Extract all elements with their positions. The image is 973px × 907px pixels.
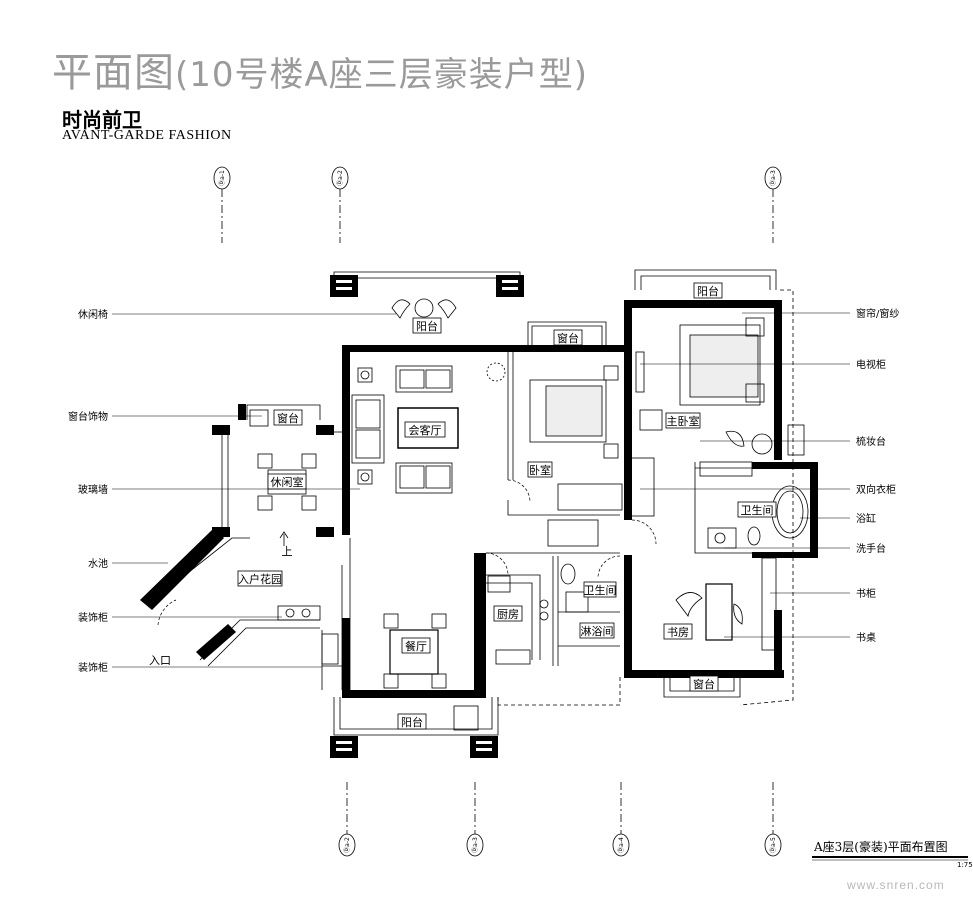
callout-labels-right: 窗帘/窗纱 电视柜 梳妆台 双向衣柜 浴缸 洗手台 书柜 书桌 [856, 307, 899, 644]
callout-glass-wall: 玻璃墙 [78, 483, 108, 496]
subtitle-chinese: 时尚前卫 [62, 108, 142, 132]
callout-leisure-chair: 休闲椅 [78, 308, 108, 321]
label-bathroom-master: 卫生间 [737, 501, 777, 518]
callout-dresser: 梳妆台 [856, 435, 886, 448]
label-bedroom: 卧室 [527, 461, 553, 478]
label-shower-room: 淋浴间 [579, 622, 615, 639]
label-leisure-room: 休闲室 [267, 473, 307, 490]
svg-text:卧室: 卧室 [529, 463, 551, 477]
title-main: 平面图 [52, 50, 175, 96]
callout-decor-cabinet-1: 装饰柜 [78, 611, 108, 624]
label-living-room: 会客厅 [404, 421, 446, 438]
callout-bookcase: 书柜 [856, 587, 876, 600]
label-entry-garden: 入户花园 [237, 570, 283, 587]
grid-label: Ⓓa-2 [343, 837, 351, 853]
callout-curtain: 窗帘/窗纱 [856, 307, 899, 320]
svg-text:卫生间: 卫生间 [741, 503, 774, 517]
callout-pool: 水池 [88, 557, 108, 570]
drawing-caption: A座3层(豪装)平面布置图 [814, 840, 948, 854]
drawing-scale: 1:75 [957, 861, 973, 869]
label-balcony-bottom: 阳台 [397, 713, 427, 730]
label-dining-room: 餐厅 [401, 637, 431, 654]
svg-text:会客厅: 会客厅 [409, 423, 442, 437]
grid-marker-labels-bottom: Ⓓa-2 Ⓓa-3 Ⓓa-4 Ⓓa-5 [343, 837, 777, 853]
label-stairs-up: 上 [282, 545, 293, 558]
callouts-left [112, 313, 396, 668]
label-entrance: 入口 [149, 654, 171, 667]
label-window-leisure: 窗台 [273, 409, 303, 426]
arrow-up-icon [279, 531, 289, 546]
watermark: www.snren.com [847, 878, 945, 892]
label-study: 书房 [663, 623, 693, 640]
grid-label: Ⓓa-3 [471, 837, 479, 853]
label-bathroom-small: 卫生间 [584, 581, 617, 598]
lounge-chair [391, 299, 411, 319]
label-window-bedroom: 窗台 [553, 329, 583, 346]
title-sub: (10号楼A座三层豪装户型) [175, 55, 589, 95]
grid-label: Ⓓa-3 [769, 170, 777, 186]
grid-marker-labels-top: Ⓓa-1 Ⓓa-2 Ⓓa-3 [218, 170, 777, 186]
svg-text:淋浴间: 淋浴间 [581, 625, 614, 638]
page-title: 平面图(10号楼A座三层豪装户型) [52, 40, 588, 98]
svg-text:窗台: 窗台 [557, 331, 579, 345]
svg-text:阳台: 阳台 [416, 319, 438, 333]
svg-text:书房: 书房 [667, 626, 689, 639]
svg-text:窗台: 窗台 [693, 677, 715, 691]
label-balcony-top: 阳台 [412, 317, 442, 334]
svg-text:卫生间: 卫生间 [584, 583, 617, 597]
callout-labels-left: 休闲椅 窗台饰物 玻璃墙 水池 装饰柜 装饰柜 [68, 308, 108, 674]
side-table [414, 298, 434, 318]
label-window-study: 窗台 [689, 675, 719, 692]
svg-text:阳台: 阳台 [697, 284, 719, 298]
grid-label: Ⓓa-1 [218, 170, 226, 186]
subtitle-english: AVANT-GARDE FASHION [62, 128, 232, 143]
grid-label: Ⓓa-5 [769, 837, 777, 853]
svg-text:厨房: 厨房 [497, 608, 519, 621]
callout-wardrobe: 双向衣柜 [856, 483, 896, 496]
callout-tv-cabinet: 电视柜 [856, 358, 886, 371]
svg-text:主卧室: 主卧室 [667, 414, 700, 428]
structural-walls [140, 275, 818, 758]
label-balcony-master: 阳台 [693, 282, 723, 299]
callouts-right [640, 312, 850, 638]
grid-markers-bottom [338, 782, 782, 857]
callout-washbasin: 洗手台 [856, 542, 886, 555]
room-labels: 阳台 阳台 窗台 窗台 窗台 阳台 会客厅 休闲室 [149, 282, 777, 730]
grid-label: Ⓓa-2 [336, 170, 344, 186]
svg-text:阳台: 阳台 [401, 715, 423, 729]
column-details [336, 280, 518, 751]
label-kitchen: 厨房 [493, 605, 523, 622]
svg-text:窗台: 窗台 [277, 411, 299, 425]
grid-markers-top [213, 166, 782, 243]
callout-decor-cabinet-2: 装饰柜 [78, 661, 108, 674]
svg-text:休闲室: 休闲室 [271, 475, 304, 489]
callout-window-ornament: 窗台饰物 [68, 410, 108, 423]
grid-label: Ⓓa-4 [617, 837, 625, 853]
lounge-chair [437, 299, 457, 319]
furniture [249, 298, 809, 731]
label-master-bedroom: 主卧室 [665, 412, 701, 429]
door-swings [157, 479, 657, 626]
svg-text:入户花园: 入户花园 [238, 572, 282, 586]
svg-text:餐厅: 餐厅 [405, 639, 427, 653]
callout-desk: 书桌 [856, 631, 876, 644]
callout-bathtub: 浴缸 [856, 512, 876, 525]
